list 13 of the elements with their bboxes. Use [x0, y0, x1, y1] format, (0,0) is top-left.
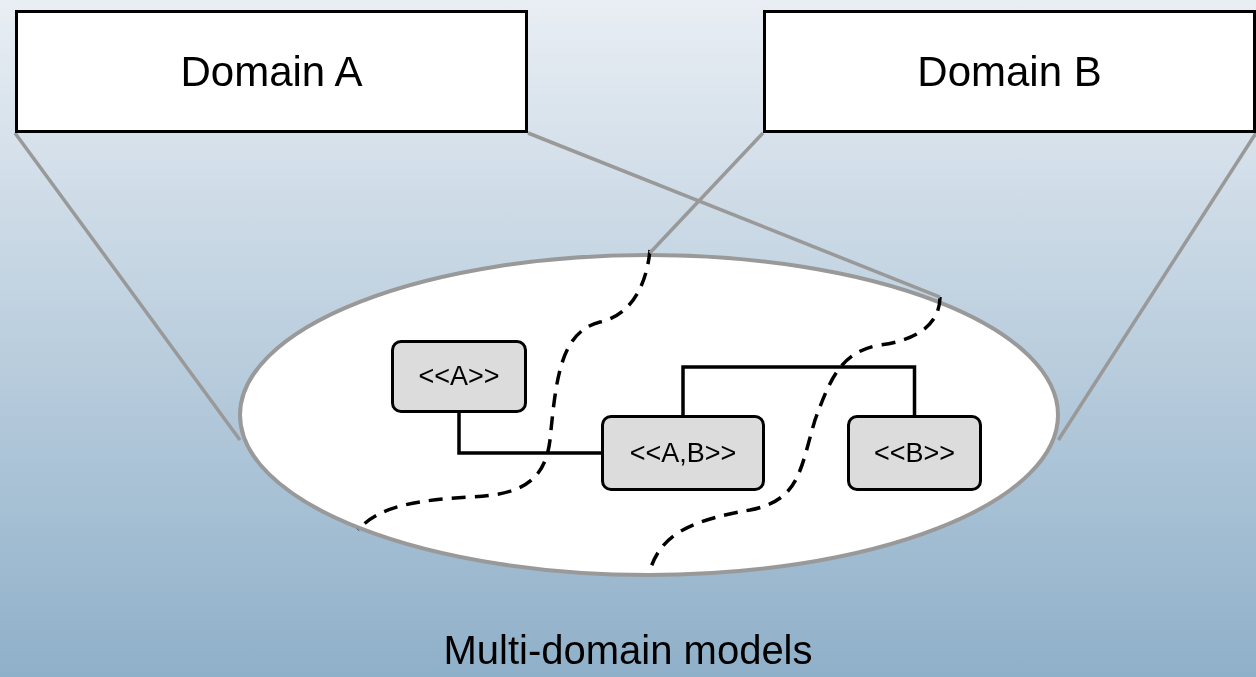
model-ellipse — [238, 253, 1060, 577]
projection-line — [1056, 132, 1256, 441]
connector-line — [681, 365, 917, 415]
projection-line — [648, 131, 765, 255]
domain-box: Domain A — [15, 10, 528, 133]
projection-line — [527, 131, 941, 299]
stereotype-box: <<A,B>> — [601, 415, 765, 491]
stereotype-box: <<B>> — [847, 415, 982, 491]
connector-line — [457, 413, 601, 455]
caption: Multi-domain models — [442, 628, 814, 673]
stereotype-box: <<A>> — [391, 340, 527, 413]
projection-line — [13, 131, 242, 441]
domain-box: Domain B — [763, 10, 1256, 133]
